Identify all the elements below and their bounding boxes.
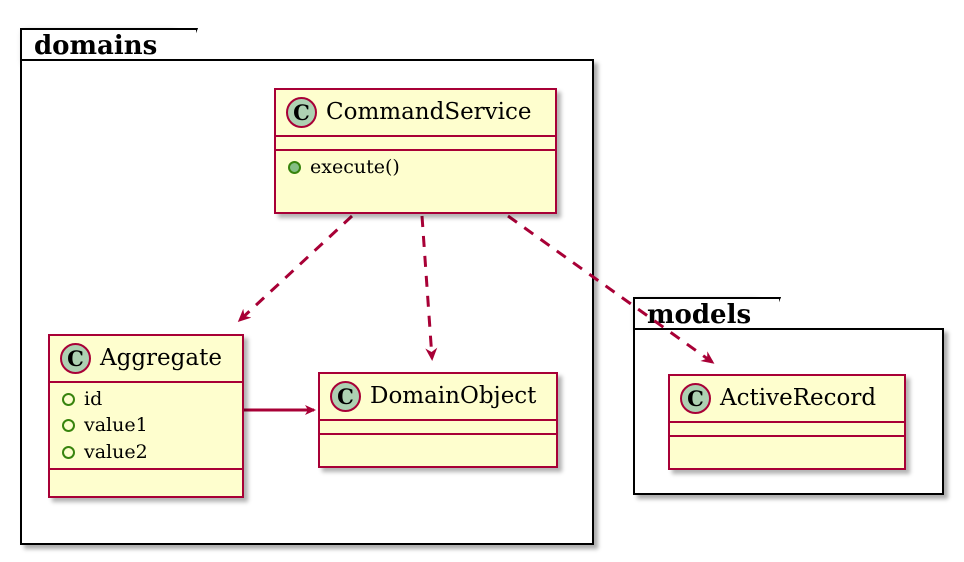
package-ring-icon [62, 392, 75, 406]
class-separator [276, 135, 555, 137]
class-aggregate-header: C Aggregate [50, 336, 242, 381]
public-dot-icon [288, 160, 301, 174]
class-separator [50, 381, 242, 383]
class-badge-icon: C [680, 383, 711, 414]
class-badge-icon: C [60, 343, 91, 374]
class-aggregate-attributes: id value1 value2 [50, 383, 242, 468]
class-aggregate-name: Aggregate [100, 345, 222, 371]
package-domains-label: domains [34, 30, 158, 61]
class-domainobject-header: C DomainObject [320, 374, 556, 419]
package-domains-tab-slant [168, 28, 198, 61]
class-member-label: execute() [310, 156, 400, 178]
class-separator [320, 419, 556, 421]
class-separator [670, 421, 904, 423]
class-commandservice-name: CommandService [326, 99, 532, 125]
class-badge-icon: C [330, 381, 361, 412]
class-domainobject-attributes [320, 421, 556, 433]
class-badge-icon: C [286, 97, 317, 128]
class-member-label: value1 [84, 414, 148, 437]
class-domainobject-name: DomainObject [370, 383, 537, 409]
class-member-label: id [84, 388, 103, 410]
class-member-attribute[interactable]: value1 [62, 412, 232, 438]
class-activerecord-methods [670, 437, 904, 449]
class-commandservice-header: C CommandService [276, 90, 555, 135]
class-activerecord-attributes [670, 423, 904, 435]
class-activerecord-name: ActiveRecord [720, 385, 877, 411]
package-models-tab: models [633, 297, 755, 330]
class-separator [320, 433, 556, 435]
package-models-tab-slant [751, 297, 781, 330]
package-ring-icon [62, 445, 75, 459]
class-member-attribute[interactable]: id [62, 386, 232, 412]
class-separator [670, 435, 904, 437]
class-domainobject-methods [320, 435, 556, 447]
package-models-label: models [647, 299, 752, 330]
class-commandservice-methods: execute() [276, 151, 555, 183]
class-aggregate[interactable]: C Aggregate id value1 value2 [48, 334, 244, 498]
package-domains-tab: domains [20, 28, 172, 61]
class-separator [276, 149, 555, 151]
class-commandservice-attributes [276, 137, 555, 149]
class-activerecord[interactable]: C ActiveRecord [668, 374, 906, 470]
package-ring-icon [62, 419, 75, 433]
class-activerecord-header: C ActiveRecord [670, 376, 904, 421]
class-member-attribute[interactable]: value2 [62, 439, 232, 465]
class-aggregate-methods [50, 470, 242, 482]
class-member-method[interactable]: execute() [288, 154, 545, 180]
class-member-label: value2 [84, 440, 148, 463]
class-separator [50, 468, 242, 471]
class-commandservice[interactable]: C CommandService execute() [274, 88, 557, 214]
class-domainobject[interactable]: C DomainObject [318, 372, 558, 468]
